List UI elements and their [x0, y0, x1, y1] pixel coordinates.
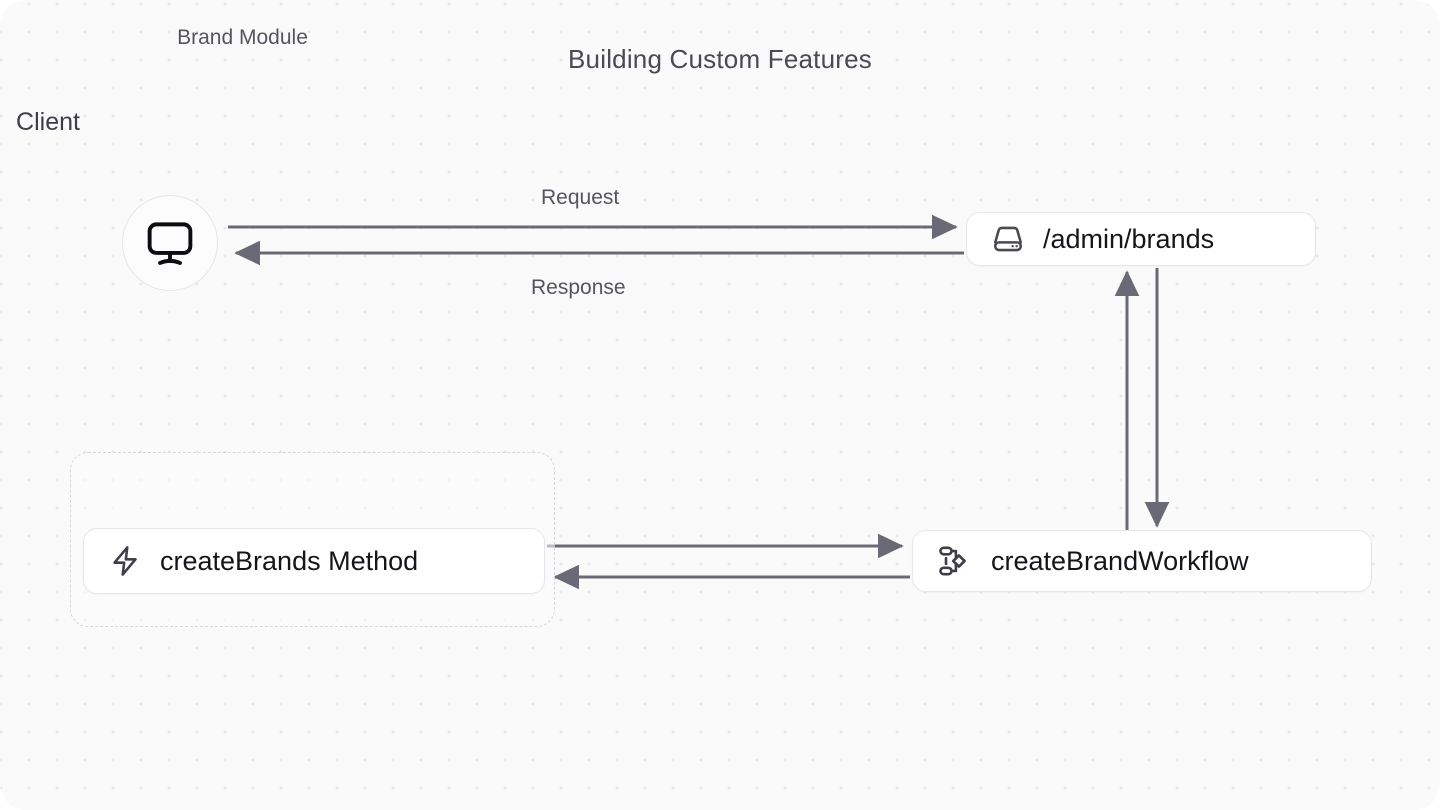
workflow-icon	[937, 543, 973, 579]
edge-label-request: Request	[541, 186, 620, 209]
hard-drive-icon	[991, 222, 1025, 256]
node-server[interactable]: /admin/brands	[966, 212, 1316, 266]
node-create-brands-method[interactable]: createBrands Method	[83, 528, 545, 594]
zap-icon	[108, 544, 142, 578]
node-client-label: Client	[16, 108, 80, 136]
client-circle	[122, 195, 218, 291]
node-workflow-label: createBrandWorkflow	[991, 545, 1249, 576]
edge-label-response: Response	[531, 276, 626, 299]
group-brand-module-label: Brand Module	[177, 26, 308, 49]
node-client[interactable]	[122, 195, 218, 291]
node-workflow[interactable]: createBrandWorkflow	[912, 530, 1372, 592]
page-title: Building Custom Features	[568, 44, 872, 74]
monitor-icon	[144, 217, 196, 269]
node-server-label: /admin/brands	[1043, 223, 1215, 254]
node-create-brands-method-label: createBrands Method	[160, 545, 419, 576]
